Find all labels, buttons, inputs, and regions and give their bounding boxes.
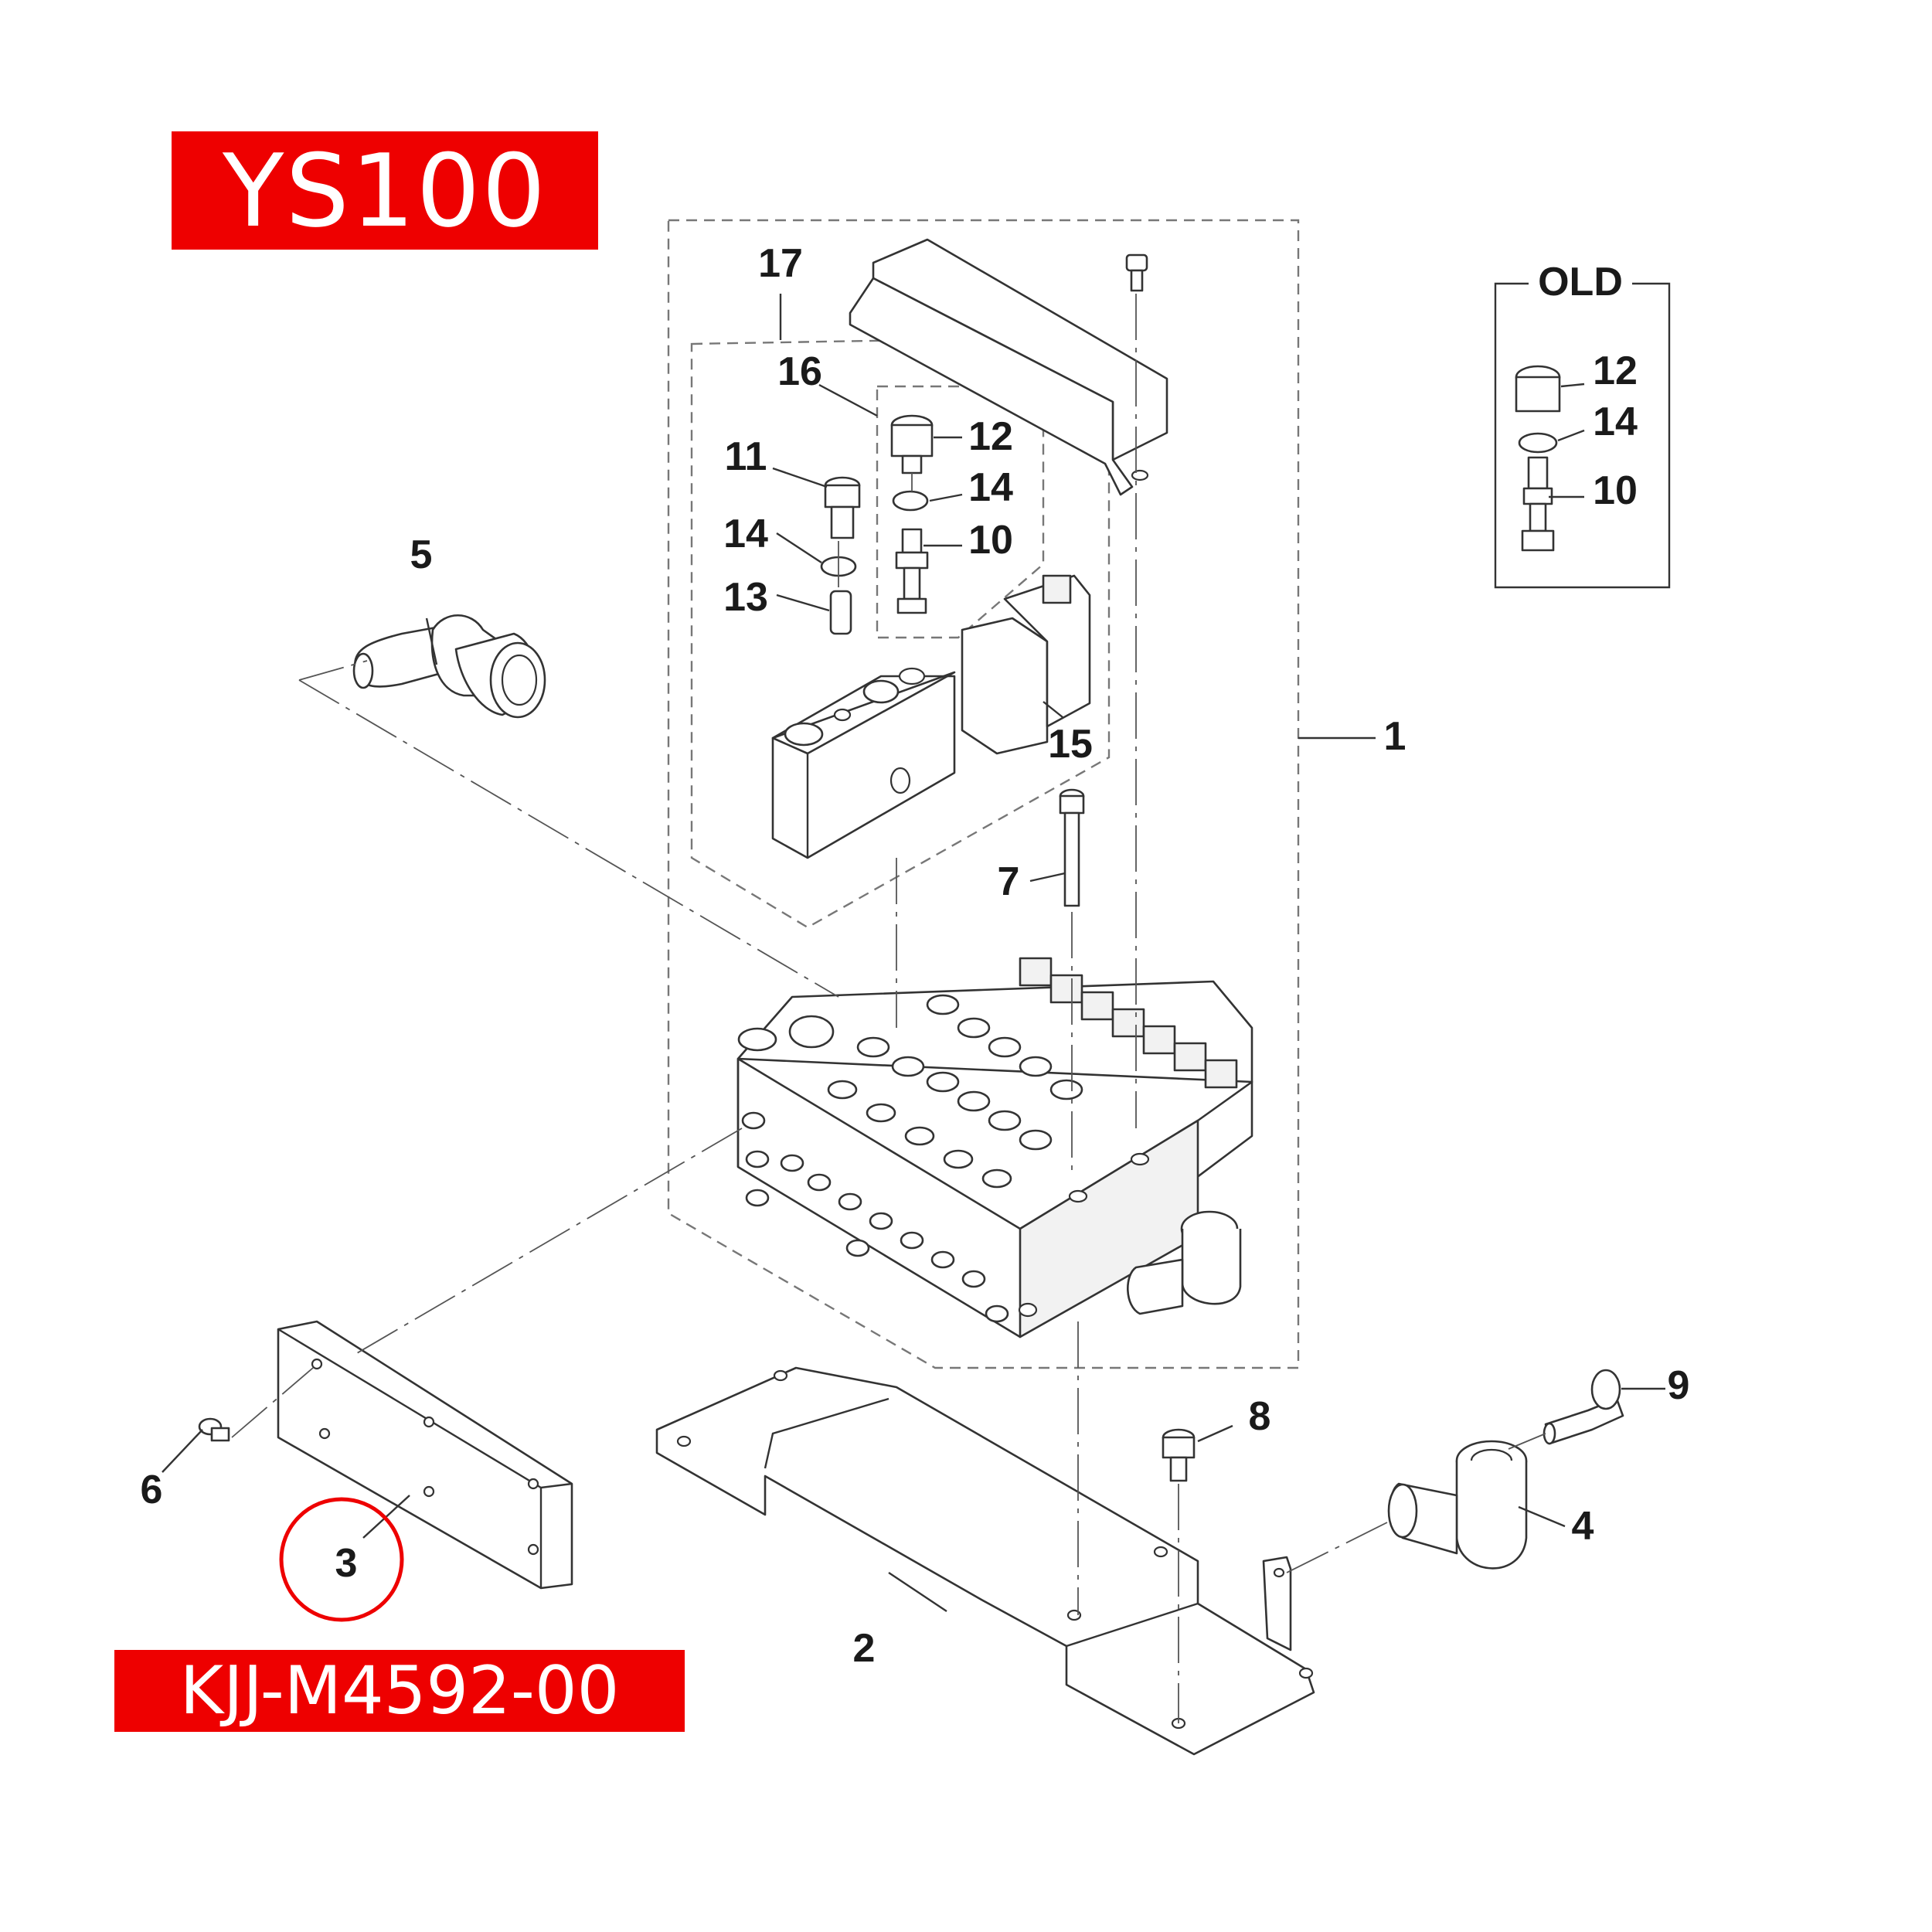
manifold-side-fittings — [741, 1111, 1009, 1323]
old-callout-10: 10 — [1593, 468, 1638, 513]
subassembly-17-boundary — [690, 338, 1111, 929]
part-15-solenoid — [961, 574, 1091, 755]
manifold-solenoid-connectors — [1019, 957, 1238, 1089]
callout-14-left: 14 — [723, 512, 768, 556]
callout-12: 12 — [968, 414, 1013, 459]
callout-6: 6 — [141, 1468, 163, 1512]
callout-16: 16 — [777, 349, 822, 394]
part-14-o-ring-center — [892, 490, 929, 512]
callout-9: 9 — [1668, 1363, 1690, 1408]
part-6-screw — [198, 1417, 230, 1442]
callout-15: 15 — [1048, 722, 1093, 767]
old-part-10 — [1521, 456, 1555, 552]
manifold-top-fittings — [827, 994, 1083, 1189]
callouts: 17 16 11 14 13 12 14 10 15 1 7 5 8 9 4 2… — [141, 241, 1690, 1671]
part-12-fitting — [890, 414, 934, 474]
callout-7: 7 — [998, 859, 1020, 904]
old-parts-box: OLD — [1494, 260, 1671, 589]
callout-8: 8 — [1249, 1394, 1271, 1439]
highlight-circle — [279, 1497, 404, 1622]
old-part-12 — [1515, 365, 1561, 413]
callout-1: 1 — [1384, 714, 1406, 759]
old-callout-12: 12 — [1593, 349, 1638, 393]
part-9-bolt — [1543, 1369, 1624, 1445]
model-label: YS100 — [172, 131, 598, 250]
callout-4: 4 — [1572, 1504, 1594, 1549]
callout-10: 10 — [968, 518, 1013, 563]
manifold-assembly — [736, 957, 1253, 1338]
assembly-1-boundary — [667, 219, 1300, 1369]
cover-screw — [1125, 253, 1148, 292]
callout-14-center: 14 — [968, 465, 1013, 510]
part-3-plate — [277, 1320, 573, 1590]
part-11-plug — [824, 476, 861, 539]
valve-block — [771, 667, 956, 859]
part-number-label: KJJ-M4592-00 — [114, 1650, 685, 1732]
manifold-elbow-fitting — [1127, 1210, 1242, 1315]
cover-bracket — [849, 238, 1168, 496]
callout-11: 11 — [725, 434, 767, 479]
callout-3: 3 — [335, 1541, 358, 1586]
part-4-elbow-fitting — [1387, 1440, 1528, 1570]
part-5-elbow-fitting — [352, 614, 546, 719]
assembly-lines — [231, 294, 1546, 1723]
old-part-14 — [1518, 432, 1558, 454]
callout-13: 13 — [723, 575, 768, 620]
callout-17: 17 — [758, 241, 803, 286]
part-10-valve-stem — [895, 528, 929, 614]
manifold-elbow-left — [737, 1015, 835, 1052]
old-callout-14: 14 — [1593, 400, 1638, 444]
part-2-bracket — [655, 1366, 1315, 1756]
part-7-long-bolt — [1059, 788, 1085, 907]
callout-2: 2 — [853, 1626, 876, 1671]
old-box-title: OLD — [1538, 260, 1623, 304]
callout-5: 5 — [410, 532, 433, 577]
part-13-pin — [829, 590, 852, 635]
part-8-screw — [1162, 1428, 1196, 1482]
